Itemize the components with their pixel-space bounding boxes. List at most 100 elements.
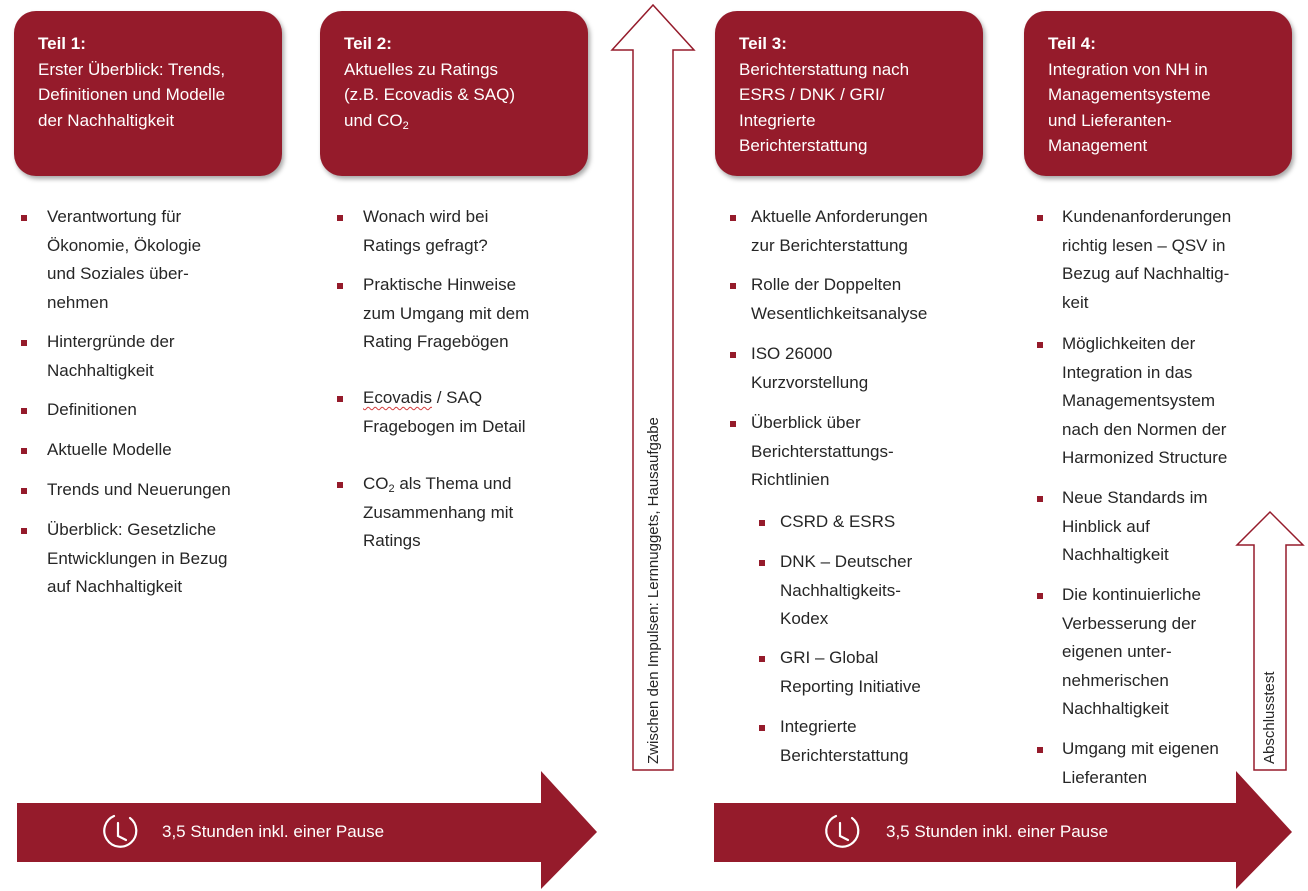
list-item-line: Ökonomie, Ökologie [47,235,202,255]
list-item-line: nach den Normen der [1062,419,1227,439]
bullet-marker [1037,496,1043,502]
list-item-line: Verantwortung für [47,207,182,226]
subscript: 2 [402,119,409,132]
list-item: Trends und Neuerungen [47,476,231,505]
sub-list-item: CSRD & ESRS [780,508,895,537]
card-teil-1: Teil 1: Erster Überblick: Trends, Defini… [14,11,282,176]
list-item-line: nehmerischen [1062,670,1169,690]
card-part-label: Teil 2: [344,34,392,53]
list-item-line: Nachhaltigkeits- [780,580,901,600]
list-item: Umgang mit eigenen Lieferanten [1062,735,1219,792]
card-title-line: und Lieferanten- [1048,110,1172,130]
bullet-marker [730,215,736,221]
list-item: Verantwortung für Ökonomie, Ökologie und… [47,203,201,317]
list-item-line: keit [1062,292,1089,312]
list-item-text: / SAQ [431,388,483,407]
list-item-line: Möglichkeiten der [1062,334,1196,353]
list-item-line: und Soziales über- [47,264,189,283]
list-item-line: Kundenanforderungen [1062,207,1232,226]
list-item-line: Definitionen [47,400,137,419]
list-item-line: Umgang mit eigenen [1062,739,1219,758]
list-item-line: Hintergründe der [47,332,175,351]
bullet-marker [1037,342,1043,348]
list-item-line: Kodex [780,609,829,628]
list-item-line: Ecovadis / SAQ [363,384,526,413]
card-part-label: Teil 3: [739,34,787,53]
list-item-line: Die kontinuierliche [1062,585,1201,604]
list-item-line: Wonach wird bei [363,207,489,226]
bullet-marker [337,396,343,402]
bullet-marker [21,528,27,534]
vertical-arrow-middle-label: Zwischen den Impulsen: Lernnuggets, Haus… [645,417,662,764]
list-item-line: Verbesserung der [1062,613,1197,633]
bullet-marker [21,215,27,221]
sub-bullet-marker [759,656,765,662]
list-item-line: eigenen unter- [1062,642,1172,661]
list-item-line: richtig lesen – QSV in [1062,235,1226,255]
list-item-line: Trends und Neuerungen [47,480,231,499]
card-teil-3: Teil 3: Berichterstattung nach ESRS / DN… [715,11,983,176]
list-item: CO2 als Thema und Zusammenhang mit Ratin… [363,470,513,556]
list-item-line: Überblick: Gesetzliche [47,520,217,539]
bullet-marker [21,488,27,494]
bullet-marker [337,215,343,221]
duration-arrow-left [17,771,597,889]
vertical-arrow-right [1235,510,1305,771]
list-item-line: Zusammenhang mit [363,502,514,522]
bullet-marker [730,421,736,427]
list-item-line: ISO 26000 [751,344,833,363]
sub-bullet-marker [759,520,765,526]
bullet-marker [1037,747,1043,753]
list-item: Möglichkeiten der Integration in das Man… [1062,330,1227,473]
duration-label: 3,5 Stunden inkl. einer Pause [886,822,1109,841]
list-item-line: CO2 als Thema und [363,470,513,499]
list-item-line: Aktuelle Anforderungen [751,207,928,226]
list-item-line: GRI – Global [780,648,879,667]
duration-arrow-right [714,771,1292,889]
bullet-marker [21,408,27,414]
list-item-line: Überblick über [751,413,861,432]
list-item-line: Managementsystem [1062,391,1216,410]
list-item: Aktuelle Anforderungen zur Berichterstat… [751,203,928,260]
list-item-line: zur Berichterstattung [751,235,908,255]
list-item-text: CO [363,474,389,493]
list-item-line: zum Umgang mit dem [363,303,530,323]
list-item-line: Bezug auf Nachhaltig- [1062,264,1230,283]
list-item-line: Fragebogen im Detail [363,416,526,436]
card-part-label: Teil 1: [38,34,86,53]
bullet-marker [21,448,27,454]
card-title-line: Erster Überblick: Trends, [38,59,226,79]
list-item-line: Praktische Hinweise [363,275,517,294]
clock-icon [825,814,860,848]
bullet-marker [1037,593,1043,599]
spellcheck-word: Ecovadis [363,388,432,407]
card-title-line: Integration von NH in [1048,59,1208,79]
list-item-line: Nachhaltigkeit [47,360,154,380]
list-item-line: Ratings gefragt? [363,235,488,255]
card-part-label: Teil 4: [1048,34,1096,53]
list-item-line: Ratings [363,531,421,550]
subscript: 2 [388,483,395,495]
list-item-line: Neue Standards im [1062,488,1208,507]
list-item-text: als Thema und [394,474,512,493]
duration-label: 3,5 Stunden inkl. einer Pause [162,822,385,841]
list-item-line: Berichterstattungs- [751,441,894,461]
bullet-marker [337,482,343,488]
sub-list-item: Integrierte Berichterstattung [780,713,909,770]
list-item-line: Integrierte [780,717,857,736]
card-teil-2: Teil 2: Aktuelles zu Ratings (z.B. Ecova… [320,11,588,176]
list-item-line: Rolle der Doppelten [751,275,902,294]
list-item-line: Kurzvorstellung [751,372,869,392]
list-item: ISO 26000 Kurzvorstellung [751,340,868,397]
vertical-arrow-middle [610,3,696,771]
list-item-line: Rating Fragebögen [363,332,509,351]
list-item-line: Nachhaltigkeit [1062,699,1169,718]
list-item: Praktische Hinweise zum Umgang mit dem R… [363,271,529,357]
list-item-line: Nachhaltigkeit [1062,545,1169,564]
list-item: Überblick: Gesetzliche Entwicklungen in … [47,516,228,602]
card-title-text: und CO [344,110,403,130]
list-item: Wonach wird bei Ratings gefragt? [363,203,488,260]
card-title-line: und CO2 [344,108,572,134]
card-title-line: Definitionen und Modelle [38,85,226,104]
